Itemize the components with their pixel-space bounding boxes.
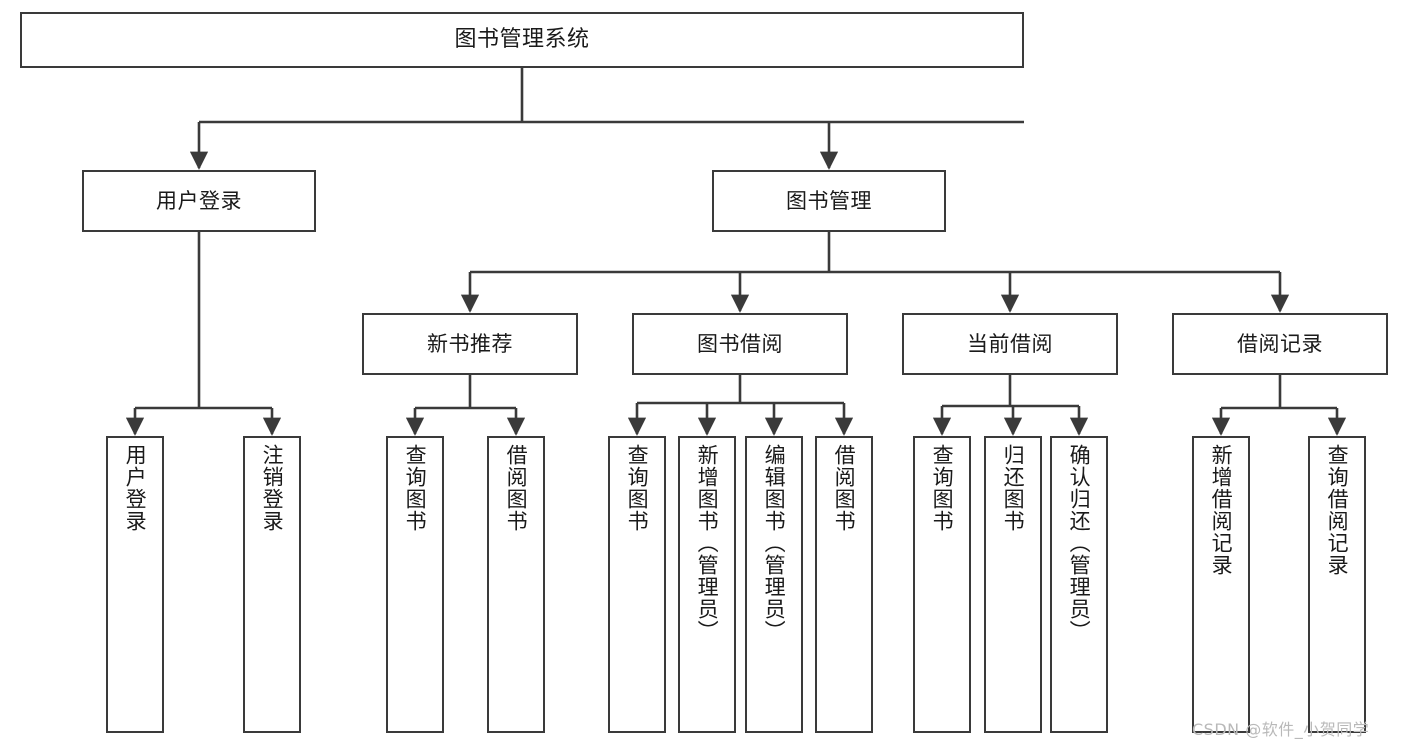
node-level3-1[interactable]: 新书推荐 [362, 313, 578, 375]
node-level3-2-label: 图书借阅 [697, 331, 783, 356]
node-leaf-10-label: 归还图书 [1001, 444, 1026, 532]
node-leaf-9[interactable]: 查询图书 [913, 436, 971, 733]
node-leaf-13-label: 查询借阅记录 [1325, 444, 1350, 576]
node-level2-1[interactable]: 用户登录 [82, 170, 316, 232]
node-leaf-12-label: 新增借阅记录 [1209, 444, 1234, 576]
node-leaf-9-label: 查询图书 [930, 444, 955, 532]
node-leaf-6[interactable]: 新增图书（管理员） [678, 436, 736, 733]
node-root[interactable]: 图书管理系统 [20, 12, 1024, 68]
node-leaf-7-label: 编辑图书（管理员） [762, 444, 787, 642]
csdn-watermark: CSDN @软件_小贺同学 [1192, 720, 1370, 739]
node-leaf-2-label: 注销登录 [260, 444, 285, 532]
node-leaf-5-label: 查询图书 [625, 444, 650, 532]
node-level3-4[interactable]: 借阅记录 [1172, 313, 1388, 375]
node-leaf-13[interactable]: 查询借阅记录 [1308, 436, 1366, 733]
node-leaf-4-label: 借阅图书 [504, 444, 529, 532]
node-leaf-11-label: 确认归还（管理员） [1067, 444, 1092, 642]
node-leaf-5[interactable]: 查询图书 [608, 436, 666, 733]
node-leaf-8-label: 借阅图书 [832, 444, 857, 532]
node-level3-3[interactable]: 当前借阅 [902, 313, 1118, 375]
node-level3-2[interactable]: 图书借阅 [632, 313, 848, 375]
node-leaf-2[interactable]: 注销登录 [243, 436, 301, 733]
node-level2-2[interactable]: 图书管理 [712, 170, 946, 232]
node-leaf-1[interactable]: 用户登录 [106, 436, 164, 733]
node-leaf-12[interactable]: 新增借阅记录 [1192, 436, 1250, 733]
node-leaf-11[interactable]: 确认归还（管理员） [1050, 436, 1108, 733]
node-root-label: 图书管理系统 [454, 27, 590, 53]
node-leaf-10[interactable]: 归还图书 [984, 436, 1042, 733]
node-leaf-3[interactable]: 查询图书 [386, 436, 444, 733]
node-level2-2-label: 图书管理 [786, 188, 872, 213]
node-leaf-7[interactable]: 编辑图书（管理员） [745, 436, 803, 733]
node-leaf-6-label: 新增图书（管理员） [695, 444, 720, 642]
node-leaf-8[interactable]: 借阅图书 [815, 436, 873, 733]
node-level2-1-label: 用户登录 [156, 188, 242, 213]
node-level3-4-label: 借阅记录 [1237, 331, 1323, 356]
node-level3-1-label: 新书推荐 [427, 331, 513, 356]
node-leaf-4[interactable]: 借阅图书 [487, 436, 545, 733]
node-leaf-3-label: 查询图书 [403, 444, 428, 532]
node-leaf-1-label: 用户登录 [123, 444, 148, 532]
node-level3-3-label: 当前借阅 [967, 331, 1053, 356]
